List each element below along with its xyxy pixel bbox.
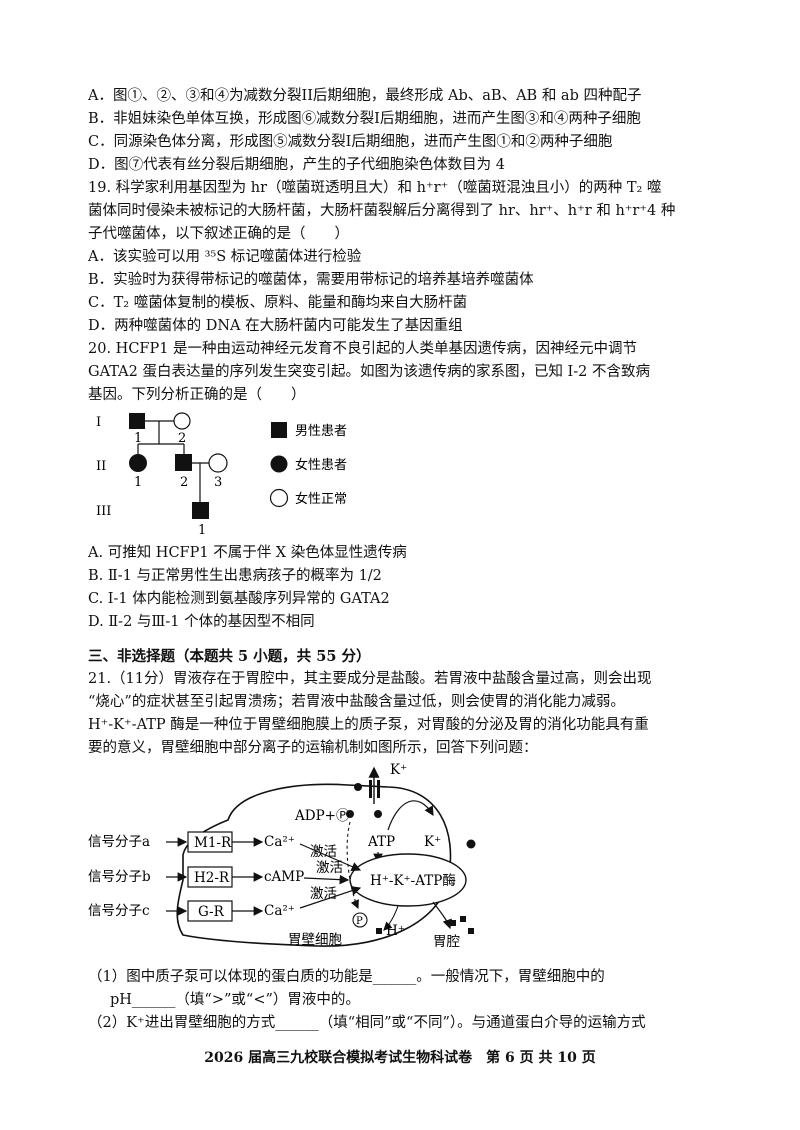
q19-option-d: D．两种噬菌体的 DNA 在大肠杆菌内可能发生了基因重组 xyxy=(88,318,463,334)
h-ion-square xyxy=(376,928,382,934)
messenger-ca-1: Ca²⁺ xyxy=(264,834,295,850)
legend-female-affected-symbol xyxy=(270,455,288,473)
individual-II-3-normal-female xyxy=(208,453,228,473)
q18-option-c: C．同源染色体分离，形成图⑤减数分裂I后期细胞，进而产生图①和②两种子细胞 xyxy=(88,134,613,150)
q19-stem-line-2: 菌体同时侵染未被标记的大肠杆菌，大肠杆菌裂解后分离得到了 hr、hr⁺、h⁺r … xyxy=(88,203,676,219)
gastric-lumen-label: 胃腔 xyxy=(433,934,460,950)
legend-female-normal-symbol xyxy=(269,488,289,508)
q19-option-b: B．实验时为获得带标记的噬菌体，需要用带标记的培养基培养噬菌体 xyxy=(88,272,534,288)
k-ion-dot xyxy=(466,839,476,849)
signal-c-label: 信号分子c xyxy=(88,903,150,919)
q19-option-a: A．该实验可以用 ³⁵S 标记噬菌体进行检验 xyxy=(88,249,362,265)
messenger-ca-2: Ca²⁺ xyxy=(264,903,295,919)
enzyme-label: H⁺-K⁺-ATP酶 xyxy=(370,873,456,889)
q20-option-d: D. Ⅱ-2 与Ⅲ-1 个体的基因型不相同 xyxy=(88,614,315,630)
q20-stem-line-3: 基因。下列分析正确的是（ ） xyxy=(88,387,306,403)
q18-option-b: B．非姐妹染色单体互换，形成图⑥减数分裂I后期细胞，进而产生图③和④两种子细胞 xyxy=(88,111,641,127)
individual-I-2-normal-female xyxy=(173,412,191,430)
generation-label-2: II xyxy=(96,459,106,474)
q20-option-c: C. I-1 体内能检测到氨基酸序列异常的 GATA2 xyxy=(88,591,390,607)
activate-label-1: 激活 xyxy=(310,844,337,860)
h-ion-label: H⁺ xyxy=(386,923,405,939)
proton-pump-enzyme xyxy=(349,853,467,907)
legend-male-affected-label: 男性患者 xyxy=(295,424,347,439)
k-ion-label-right: K⁺ xyxy=(424,834,441,850)
legend-female-affected-label: 女性患者 xyxy=(295,457,347,473)
q18-option-d: D．图⑦代表有丝分裂后期细胞，产生的子代细胞染色体数目为 4 xyxy=(88,157,505,173)
phosphate-label: P xyxy=(356,916,363,927)
individual-II-1-affected-female xyxy=(129,454,147,472)
q20-stem-line-1: 20. HCFP1 是一种由运动神经元发育不良引起的人类单基因遗传病，因神经元中… xyxy=(88,341,638,357)
q20-option-b: B. Ⅱ-1 与正常男性生出患病孩子的概率为 1/2 xyxy=(88,568,382,584)
individual-number: 1 xyxy=(198,523,206,538)
individual-II-2-affected-male xyxy=(175,454,192,471)
k-ion-dot xyxy=(346,810,354,818)
individual-III-1-affected-male xyxy=(192,502,209,519)
phosphate-circle xyxy=(352,912,368,928)
adp-p-label: ADP+Ⓟ xyxy=(294,808,350,824)
legend-female-normal-label: 女性正常 xyxy=(295,491,347,507)
pedigree-figure: I II III 1 2 1 2 3 1 男性患者 女性患者 女性正常 xyxy=(96,412,347,538)
individual-number: 2 xyxy=(180,475,188,490)
signal-a-label: 信号分子a xyxy=(88,834,150,850)
q20-option-a: A. 可推知 HCFP1 不属于伴 X 染色体显性遗传病 xyxy=(88,545,407,561)
q21-sub-1-line-2: pH______（填“>”或“<”）胃液中的。 xyxy=(110,992,360,1008)
activate-label-2: 激活 xyxy=(316,860,343,876)
q21-stem-line-3: H⁺-K⁺-ATP 酶是一种位于胃壁细胞膜上的质子泵，对胃酸的分泌及胃的消化功能… xyxy=(88,717,649,733)
receptor-g-r-label: G-R xyxy=(198,904,225,920)
q21-sub-2-line-1: （2）K⁺进出胃壁细胞的方式______（填“相同”或“不同”）。与通道蛋白介导… xyxy=(88,1015,646,1031)
q20-stem-line-2: GATA2 蛋白表达量的序列发生突变引起。如图为该遗传病的家系图，已知 I-2 … xyxy=(88,364,651,380)
individual-number: 3 xyxy=(214,475,222,490)
q21-sub-1-line-1: （1）图中质子泵可以体现的蛋白质的功能是______。一般情况下，胃壁细胞中的 xyxy=(88,969,605,985)
k-ion-label-top: K⁺ xyxy=(390,762,407,778)
receptor-h2-r-label: H2-R xyxy=(194,870,230,886)
generation-label-1: I xyxy=(96,415,101,430)
h-ion-square xyxy=(460,916,466,922)
q21-stem-line-1: 21.（11分）胃液存在于胃腔中，其主要成分是盐酸。若胃液中盐酸含量过高，则会出… xyxy=(88,671,652,687)
k-channel-right xyxy=(377,780,380,798)
individual-number: 1 xyxy=(134,475,142,490)
individual-number: 2 xyxy=(178,431,186,446)
q21-stem-line-4: 要的意义，胃壁细胞中部分离子的运输机制如图所示，回答下列问题： xyxy=(88,740,538,756)
k-channel-left xyxy=(369,780,372,798)
q19-stem-line-3: 子代噬菌体，以下叙述正确的是（ ） xyxy=(88,226,349,242)
q19-option-c: C．T₂ 噬菌体复制的模板、原料、能量和酶均来自大肠杆菌 xyxy=(88,295,468,311)
q19-stem-line-1: 19. 科学家利用基因型为 hr（噬菌斑透明且大）和 h⁺r⁺（噬菌斑混浊且小）… xyxy=(88,180,662,196)
h-ion-square xyxy=(468,928,474,934)
q18-option-a: A．图①、②、③和④为减数分裂II后期细胞，最终形成 Ab、aB、AB 和 ab… xyxy=(88,88,642,104)
k-ion-dot xyxy=(354,783,362,791)
page-footer: 2026 届高三九校联合模拟考试生物科试卷 第 6 页 共 10 页 xyxy=(204,1050,596,1066)
parietal-cell-label: 胃壁细胞 xyxy=(288,932,342,948)
individual-I-1-affected-male xyxy=(129,413,145,429)
receptor-m1-r-label: M1-R xyxy=(194,835,232,851)
generation-label-3: III xyxy=(96,504,111,519)
parietal-cell-figure: K⁺ ADP+Ⓟ ATP K⁺ H⁺-K⁺-ATP酶 信号分子a M1-R Ca… xyxy=(88,762,476,950)
cell-membrane xyxy=(176,783,452,947)
q21-stem-line-2: “烧心”的症状甚至引起胃溃疡；若胃液中盐酸含量过低，则会使胃的消化能力减弱。 xyxy=(88,694,625,710)
legend-male-affected-symbol xyxy=(271,422,287,438)
messenger-camp: cAMP xyxy=(264,869,304,885)
k-ion-dot xyxy=(374,810,382,818)
h-ion-square xyxy=(450,920,456,926)
individual-number: 1 xyxy=(134,431,142,446)
atp-label: ATP xyxy=(367,834,395,850)
section-3-title: 三、非选择题（本题共 5 小题，共 55 分） xyxy=(88,648,371,665)
signal-b-label: 信号分子b xyxy=(88,869,151,885)
